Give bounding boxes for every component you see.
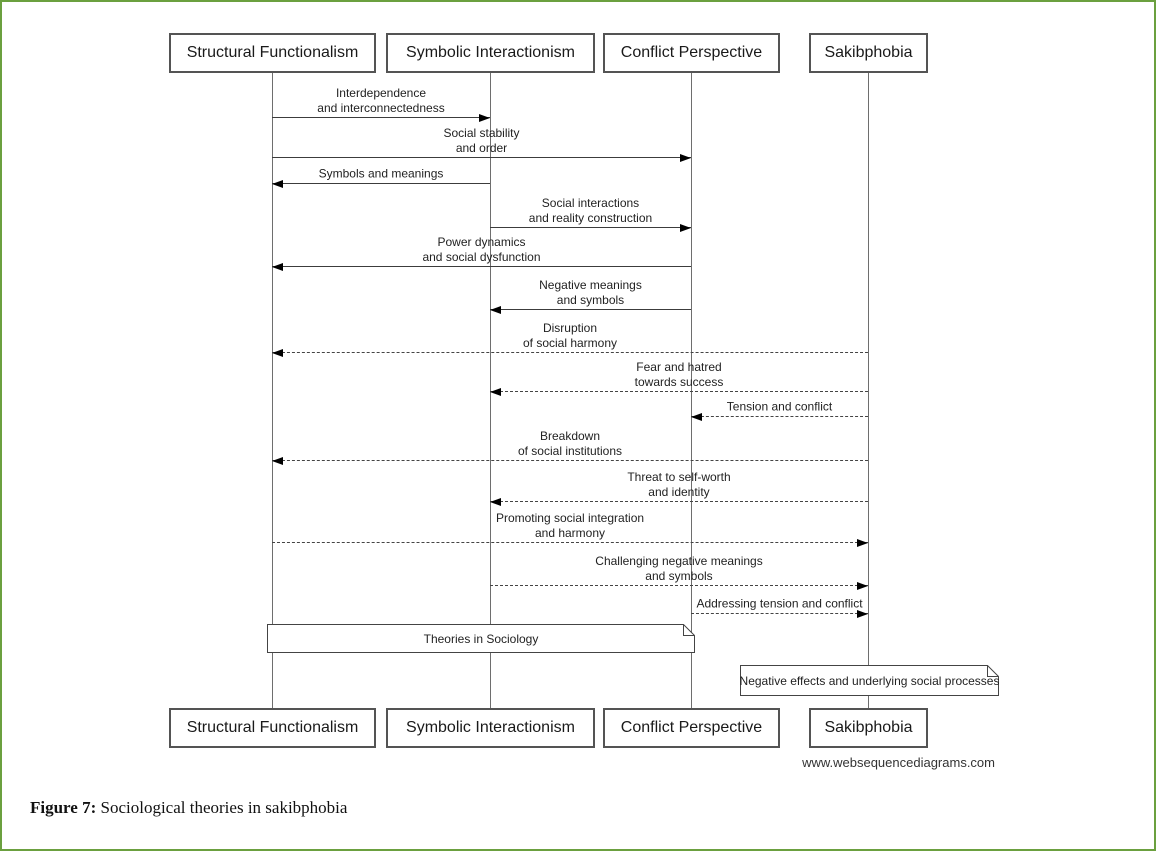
message-arrowhead-8-left-icon (490, 387, 501, 396)
message-label-3: Symbols and meanings (318, 166, 444, 181)
message-line-7 (272, 352, 868, 353)
note-2: Negative effects and underlying social p… (740, 665, 999, 696)
message-arrowhead-10-left-icon (272, 456, 283, 465)
note-outline (740, 665, 999, 696)
message-label-7: Disruption of social harmony (522, 321, 618, 350)
message-label-13: Challenging negative meanings and symbol… (595, 554, 763, 583)
message-arrowhead-14-right-icon (857, 609, 868, 618)
message-label-2: Social stability and order (443, 126, 520, 155)
figure-caption-text: Sociological theories in sakibphobia (96, 798, 348, 817)
message-line-6 (490, 309, 691, 310)
message-label-11: Threat to self-worth and identity (627, 470, 731, 499)
message-line-4 (490, 227, 691, 228)
message-line-5 (272, 266, 691, 267)
message-label-8: Fear and hatred towards success (634, 360, 724, 389)
message-arrowhead-6-left-icon (490, 305, 501, 314)
message-label-6: Negative meanings and symbols (539, 278, 642, 307)
message-label-5: Power dynamics and social dysfunction (422, 235, 541, 264)
message-arrowhead-9-left-icon (691, 412, 702, 421)
message-label-9: Tension and conflict (726, 399, 833, 414)
message-line-1 (272, 117, 490, 118)
actor-box-sf-bottom: Structural Functionalism (169, 708, 376, 748)
websequencediagrams-credit: www.websequencediagrams.com (802, 755, 995, 770)
message-arrowhead-3-left-icon (272, 179, 283, 188)
note-text: Negative effects and underlying social p… (739, 673, 1000, 688)
message-arrowhead-4-right-icon (680, 223, 691, 232)
lifeline-sk (868, 73, 869, 708)
message-line-9 (691, 416, 868, 417)
message-arrowhead-12-right-icon (857, 538, 868, 547)
note-outline (267, 624, 695, 653)
actor-box-sk-bottom: Sakibphobia (809, 708, 928, 748)
message-line-12 (272, 542, 868, 543)
message-line-11 (490, 501, 868, 502)
message-label-1: Interdependence and interconnectedness (317, 86, 445, 115)
message-label-10: Breakdown of social institutions (517, 429, 623, 458)
message-arrowhead-2-right-icon (680, 153, 691, 162)
message-line-14 (691, 613, 868, 614)
message-arrowhead-1-right-icon (479, 113, 490, 122)
actor-box-cp-top: Conflict Perspective (603, 33, 780, 73)
note-1: Theories in Sociology (267, 624, 695, 653)
figure-caption-label: Figure 7: (30, 798, 97, 817)
message-line-2 (272, 157, 691, 158)
message-label-12: Promoting social integration and harmony (495, 511, 645, 540)
actor-box-sk-top: Sakibphobia (809, 33, 928, 73)
figure-caption: Figure 7: Sociological theories in sakib… (30, 798, 347, 818)
message-arrowhead-11-left-icon (490, 497, 501, 506)
message-line-8 (490, 391, 868, 392)
actor-box-si-top: Symbolic Interactionism (386, 33, 595, 73)
lifeline-sf (272, 73, 273, 708)
lifeline-cp (691, 73, 692, 708)
actor-box-cp-bottom: Conflict Perspective (603, 708, 780, 748)
message-line-3 (272, 183, 490, 184)
message-line-10 (272, 460, 868, 461)
message-label-4: Social interactions and reality construc… (528, 196, 653, 225)
actor-box-si-bottom: Symbolic Interactionism (386, 708, 595, 748)
note-text: Theories in Sociology (423, 631, 539, 646)
message-label-14: Addressing tension and conflict (696, 596, 863, 611)
message-line-13 (490, 585, 868, 586)
message-arrowhead-13-right-icon (857, 581, 868, 590)
message-arrowhead-5-left-icon (272, 262, 283, 271)
actor-box-sf-top: Structural Functionalism (169, 33, 376, 73)
message-arrowhead-7-left-icon (272, 348, 283, 357)
